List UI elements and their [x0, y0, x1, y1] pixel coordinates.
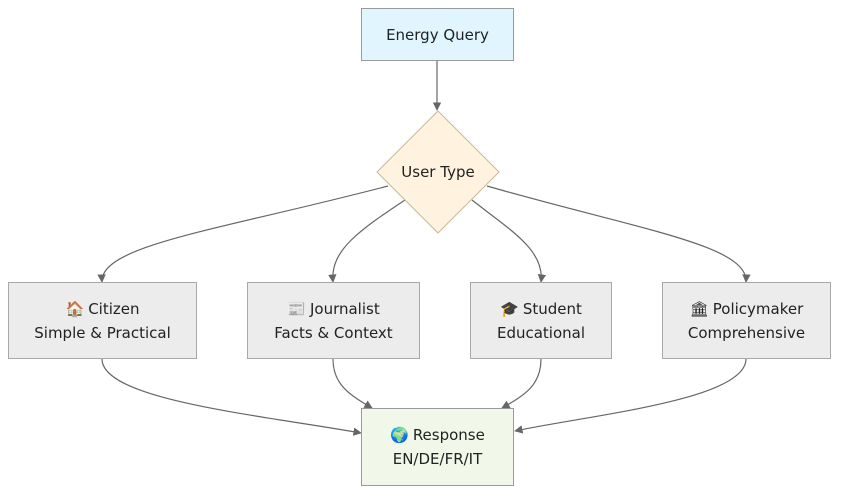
energy-query-node: Energy Query: [361, 8, 514, 61]
decision-diamond: [376, 110, 500, 234]
response-subtitle: EN/DE/FR/IT: [392, 450, 483, 468]
house-icon: 🏠: [65, 299, 85, 318]
journalist-subtitle: Facts & Context: [274, 323, 393, 342]
edge-decision-to-policymaker: [486, 185, 751, 283]
student-subtitle: Educational: [496, 323, 586, 342]
policymaker-node: 🏛Policymaker Comprehensive: [662, 282, 831, 359]
journalist-node: 📰Journalist Facts & Context: [247, 282, 420, 359]
citizen-subtitle: Simple & Practical: [34, 323, 171, 342]
edge-citizen-to-response: [101, 358, 362, 436]
student-title: Student: [522, 299, 582, 318]
graduation-cap-icon: 🎓: [500, 299, 519, 318]
edge-decision-to-journalist: [328, 199, 406, 283]
policymaker-subtitle: Comprehensive: [687, 323, 806, 342]
user-type-label: User Type: [401, 163, 475, 181]
globe-icon: 🌍: [390, 426, 409, 444]
edge-journalist-to-response: [332, 358, 373, 409]
edge-student-to-response: [501, 358, 542, 409]
classical-building-icon: 🏛: [689, 299, 709, 318]
student-node: 🎓Student Educational: [470, 282, 612, 359]
energy-query-label: Energy Query: [386, 25, 489, 44]
journalist-title: Journalist: [309, 299, 380, 318]
response-title: Response: [412, 426, 485, 444]
policymaker-title: Policymaker: [712, 299, 804, 318]
edge-decision-to-citizen: [97, 185, 389, 283]
newspaper-icon: 📰: [287, 299, 306, 318]
response-node: 🌍Response EN/DE/FR/IT: [361, 408, 514, 486]
edge-policymaker-to-response: [514, 358, 747, 434]
citizen-title: Citizen: [88, 299, 140, 318]
user-type-decision: User Type: [377, 111, 499, 233]
citizen-node: 🏠Citizen Simple & Practical: [8, 282, 197, 359]
edge-decision-to-student: [471, 199, 547, 283]
